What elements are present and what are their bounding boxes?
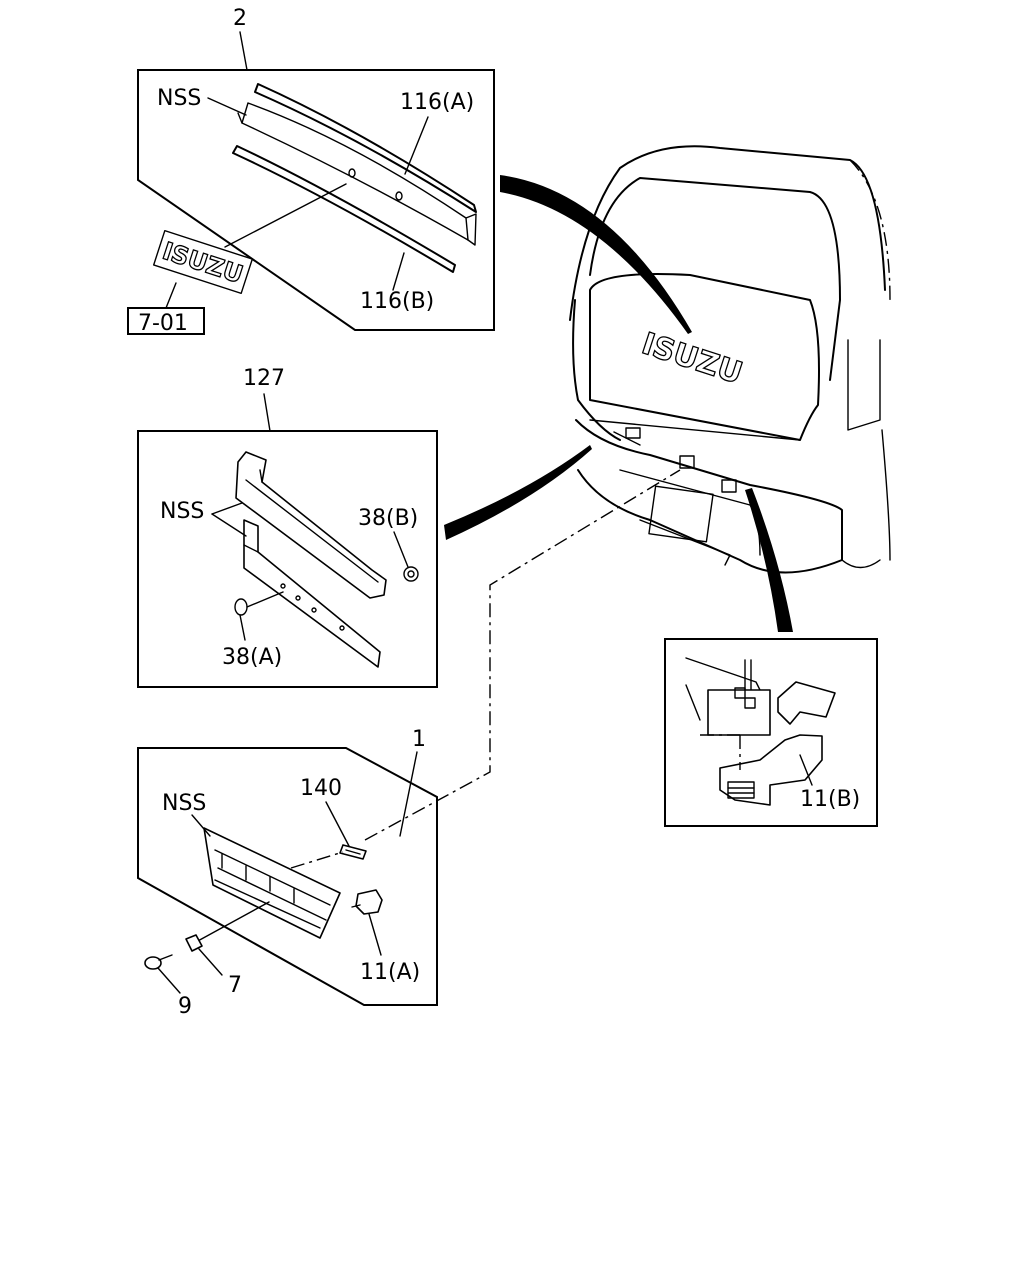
fastener-7-icon <box>185 934 203 952</box>
label-nss-top: NSS <box>157 86 201 111</box>
assembly-2-group: 2 NSS 116(A) 116(B) ISUZU 7-01 <box>127 6 495 336</box>
bolt-9-icon <box>144 954 173 970</box>
label-38b: 38(B) <box>358 506 418 531</box>
callout-1: 1 <box>412 727 426 752</box>
clip-38b-icon <box>403 566 419 582</box>
label-11b: 11(B) <box>800 787 860 812</box>
label-11a: 11(A) <box>360 960 420 985</box>
label-nss-bottom: NSS <box>162 791 206 816</box>
label-nss-mid: NSS <box>160 499 204 524</box>
assembly-2-frame <box>137 69 495 331</box>
label-38a: 38(A) <box>222 645 282 670</box>
clip-38a-icon <box>234 591 284 616</box>
arrow-to-detail-icon <box>745 488 793 632</box>
clip-11a-icon <box>355 889 383 915</box>
callout-127: 127 <box>243 366 285 391</box>
assembly-1-frame <box>137 747 438 1006</box>
label-116a: 116(A) <box>400 90 474 115</box>
label-7: 7 <box>228 973 242 998</box>
assembly-127-group: 127 NSS 38(B) 38(A) <box>137 366 438 688</box>
label-9: 9 <box>178 994 192 1019</box>
label-7-01: 7-01 <box>138 311 188 336</box>
arrow-to-bumper-icon <box>444 445 592 540</box>
assembly-1-group: 1 140 11(A) NSS 7 <box>137 727 438 1019</box>
detail-11b-frame <box>664 638 878 827</box>
label-140: 140 <box>300 776 342 801</box>
label-116b: 116(B) <box>360 289 434 314</box>
detail-11b-group: 11(B) <box>664 638 878 827</box>
callout-2: 2 <box>233 6 247 31</box>
grille-icon <box>203 827 341 939</box>
leader-lines <box>364 175 793 841</box>
assembly-127-frame <box>137 430 438 688</box>
vehicle-front-view: ISUZU <box>569 145 891 574</box>
vehicle-emblem-text: ISUZU <box>638 326 747 391</box>
arrow-to-hood-icon <box>500 175 692 334</box>
ref-box-7-01 <box>127 307 205 335</box>
